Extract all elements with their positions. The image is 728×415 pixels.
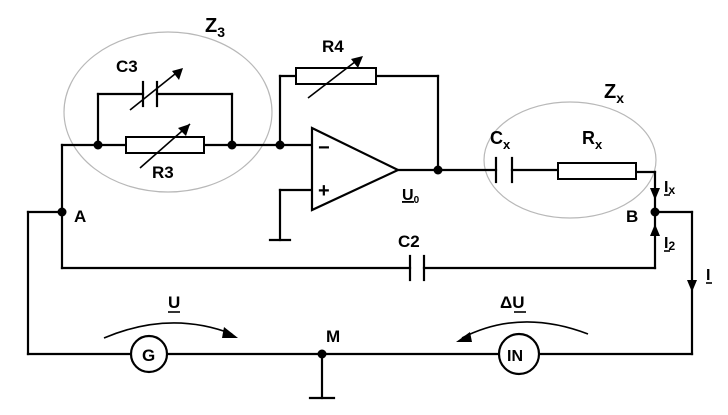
capacitor-cx — [494, 156, 514, 184]
r4-variable-arrow — [307, 57, 361, 99]
instrument-label: IN — [507, 348, 523, 365]
capacitor-c2 — [408, 254, 426, 282]
instrument-in — [497, 332, 541, 376]
node-a-label: A — [74, 207, 86, 226]
generator-label: G — [142, 346, 155, 365]
u0-label: U0 — [402, 187, 420, 206]
node-m-label: M — [326, 327, 340, 346]
wiring — [26, 74, 694, 400]
z3-label: Z3 — [205, 15, 225, 40]
i2-arrow — [650, 224, 660, 236]
zx-group-outline — [483, 101, 657, 219]
voltage-u-arc — [103, 322, 233, 339]
op-amp — [310, 126, 401, 212]
r4-label: R4 — [322, 37, 344, 56]
capacitor-c3 — [141, 80, 159, 108]
current-i-arrow — [687, 280, 697, 292]
i2-label: I2 — [664, 235, 675, 253]
resistor-rx — [557, 162, 637, 180]
r3-label: R3 — [152, 163, 174, 182]
c2-label: C2 — [398, 232, 420, 251]
voltage-du-arrow-head — [456, 332, 472, 342]
voltage-u-label: U — [168, 293, 180, 312]
op-amp-minus-sign: − — [318, 137, 330, 159]
voltage-u-arrow-head — [222, 327, 238, 338]
node-b-label: B — [626, 207, 638, 226]
c3-variable-arrow — [129, 69, 181, 111]
ix-arrow — [650, 188, 660, 200]
generator-g — [129, 334, 169, 374]
ix-label: Ix — [664, 179, 675, 197]
r3-arrow-head — [178, 124, 190, 136]
junction-dots — [57, 140, 660, 359]
current-i-label: I — [706, 267, 710, 284]
cx-label: Cx — [490, 128, 511, 152]
voltage-du-arc — [461, 321, 589, 339]
voltage-du-label: ΔU — [500, 293, 525, 312]
zx-label: Zx — [604, 81, 624, 106]
r4-arrow-head — [351, 56, 363, 68]
z3-group-outline — [63, 31, 273, 193]
c3-label: C3 — [116, 57, 138, 76]
c3-arrow-head — [172, 68, 183, 80]
op-amp-plus-sign: + — [318, 180, 330, 202]
rx-label: Rx — [582, 128, 603, 152]
